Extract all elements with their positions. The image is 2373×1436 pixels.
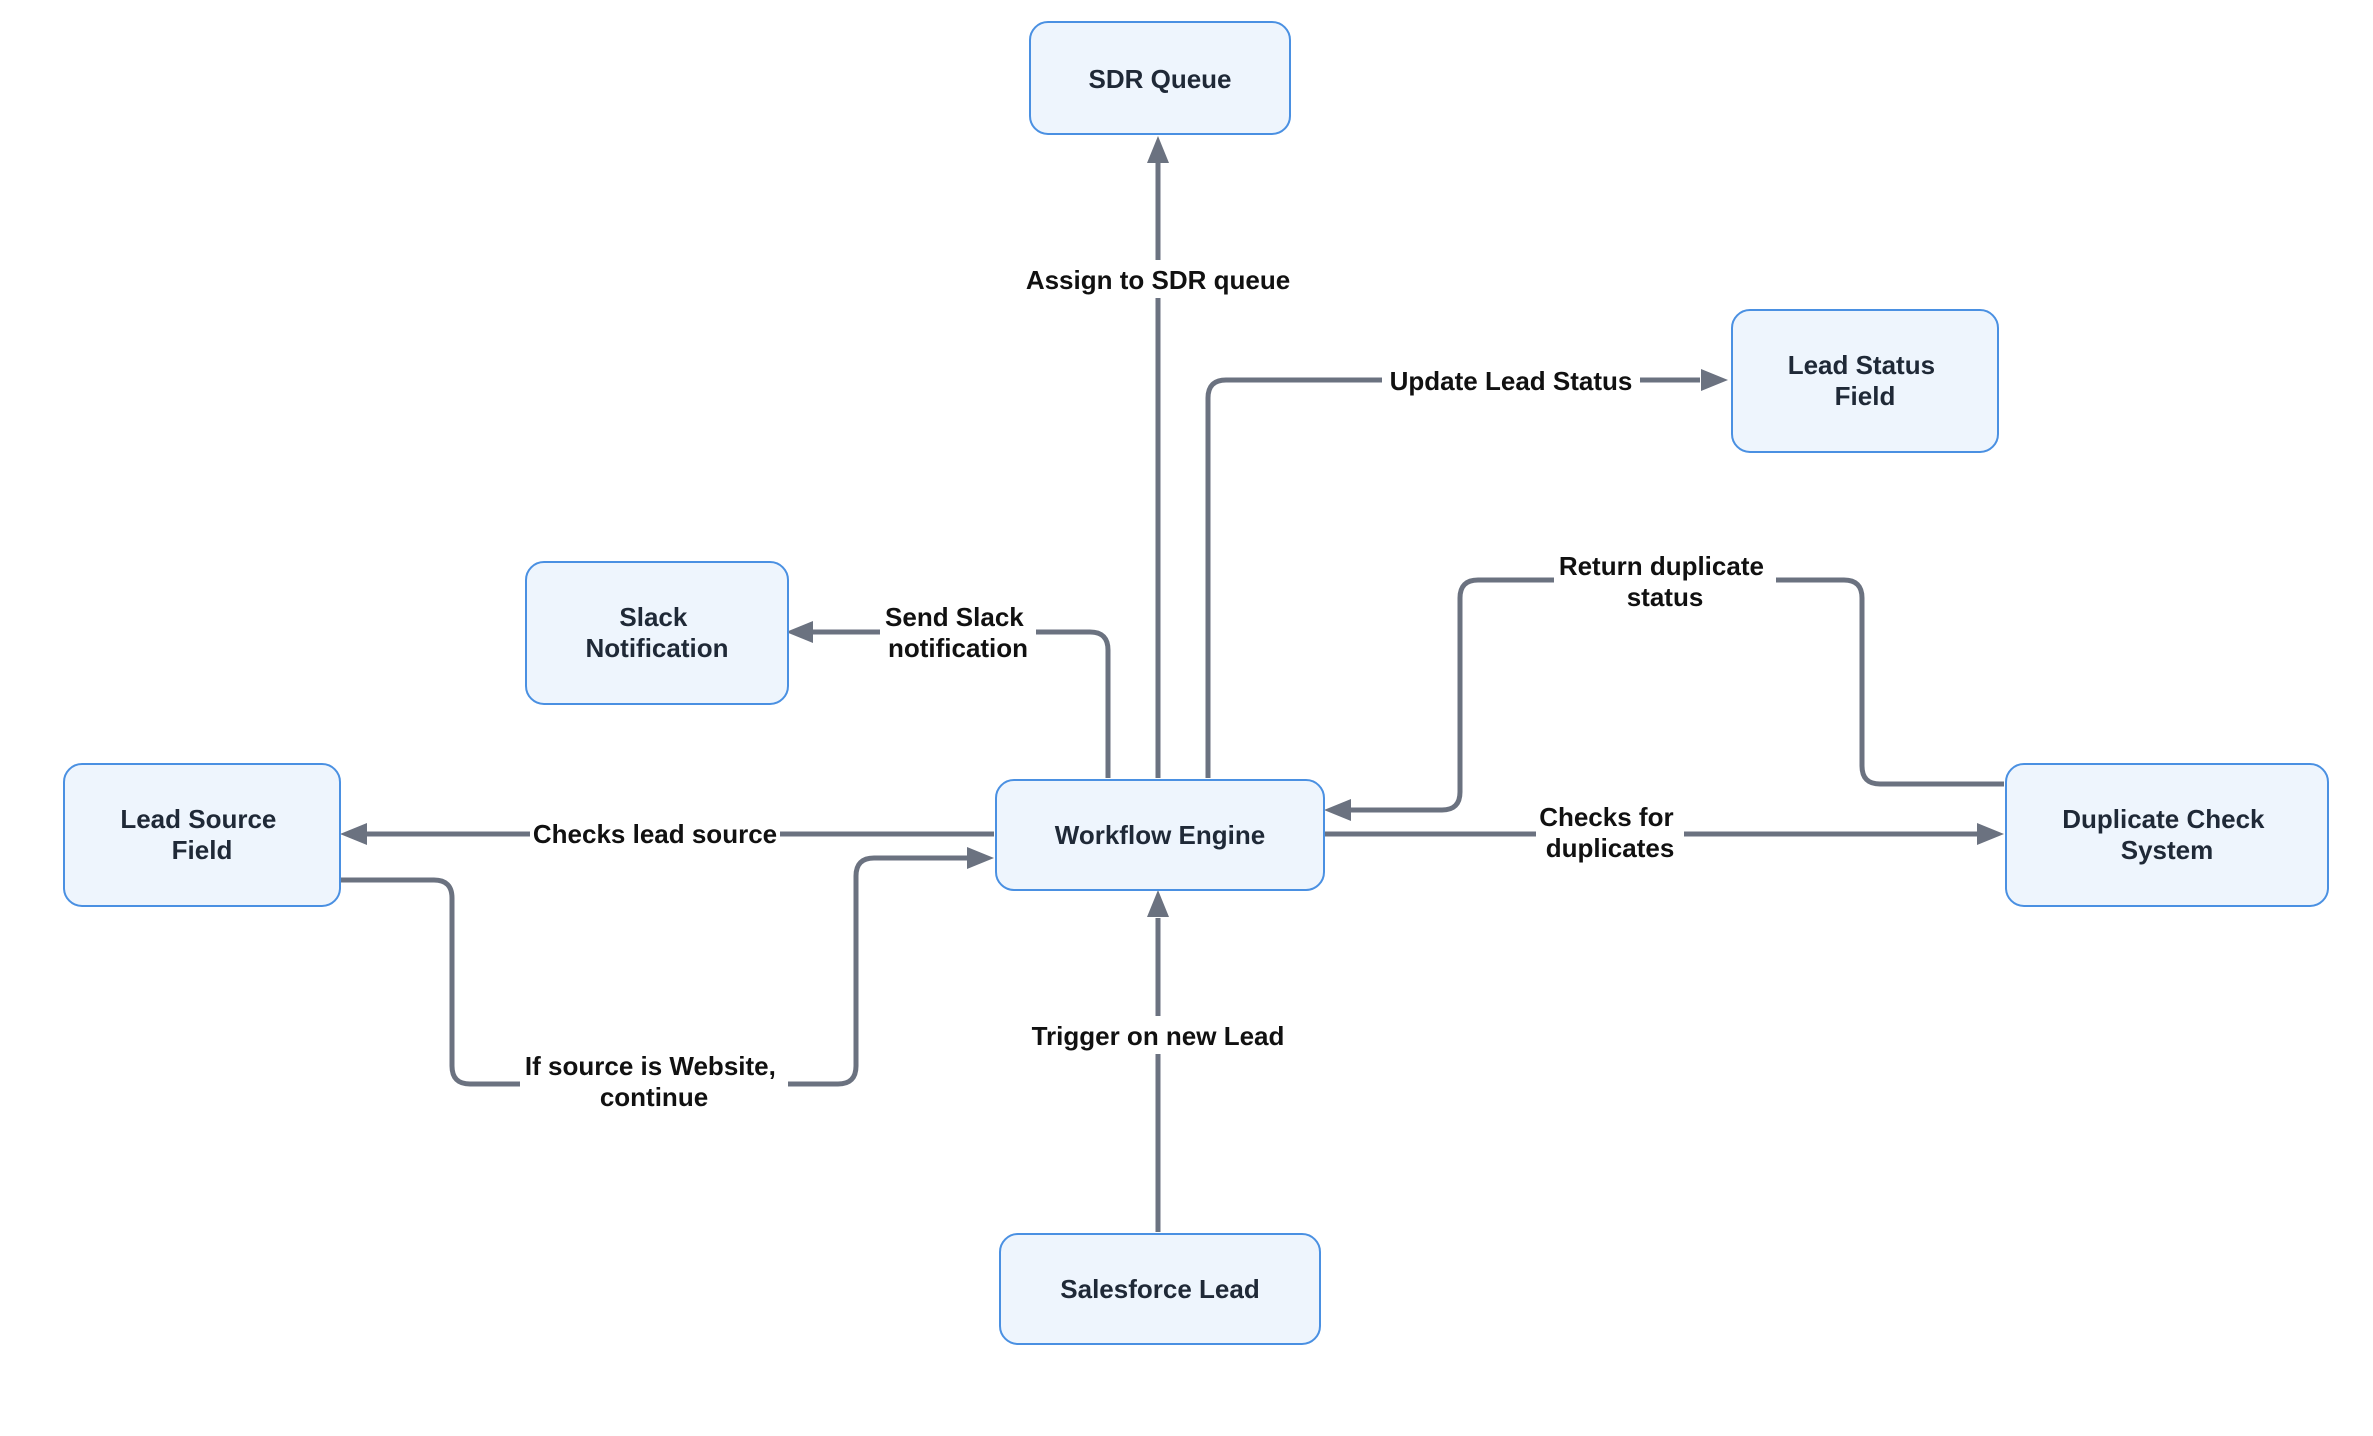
edge-if-website[interactable]: If source is Website, continue [340,847,994,1116]
edge-label-if-website: If source is Website, continue [525,1051,783,1112]
nodes: SDR Queue Lead Status Field Slack Notifi… [63,21,2329,1345]
node-sdr-queue[interactable]: SDR Queue [1029,21,1291,135]
node-label: Lead Source Field [120,804,283,865]
arrowhead-icon [967,847,994,869]
edge-update-status[interactable]: Update Lead Status [1205,362,1728,778]
edge-assign-sdr[interactable]: Assign to SDR queue [1020,136,1296,778]
node-workflow-engine[interactable]: Workflow Engine [995,779,1325,891]
edge-label-update-status: Update Lead Status [1390,366,1633,396]
edge-label-send-slack: Send Slack notification [885,602,1031,663]
node-salesforce-lead[interactable]: Salesforce Lead [999,1233,1321,1345]
arrowhead-icon [1147,136,1169,163]
arrowhead-icon [1147,890,1169,917]
arrowhead-icon [786,621,813,643]
node-duplicate-check-system[interactable]: Duplicate Check System [2005,763,2329,907]
arrowhead-icon [1701,369,1728,391]
edge-checks-source[interactable]: Checks lead source [340,815,994,853]
node-label: Workflow Engine [1055,820,1265,850]
edge-trigger-new[interactable]: Trigger on new Lead [1024,890,1292,1232]
node-slack-notification[interactable]: Slack Notification [525,561,789,705]
edge-return-duplicate[interactable]: Return duplicate status [1324,550,2004,821]
arrowhead-icon [340,823,367,845]
edge-checks-duplicates[interactable]: Checks for duplicates [1322,802,2004,868]
node-lead-status-field[interactable]: Lead Status Field [1731,309,1999,453]
node-lead-source-field[interactable]: Lead Source Field [63,763,341,907]
edge-label-checks-duplicates: Checks for duplicates [1539,802,1681,863]
node-label: SDR Queue [1088,64,1231,94]
edge-label-trigger-new: Trigger on new Lead [1032,1021,1285,1051]
node-label: Salesforce Lead [1060,1274,1259,1304]
edges: Assign to SDR queue Update Lead Status R… [340,136,2004,1232]
node-label: Duplicate Check System [2062,804,2272,865]
edge-label-assign-sdr: Assign to SDR queue [1026,265,1290,295]
edge-label-return-duplicate: Return duplicate status [1559,551,1771,612]
arrowhead-icon [1324,799,1351,821]
edge-send-slack[interactable]: Send Slack notification [786,600,1111,778]
node-label: Lead Status Field [1788,350,1943,411]
edge-label-checks-source: Checks lead source [533,819,777,849]
arrowhead-icon [1977,823,2004,845]
node-label: Slack Notification [586,602,729,663]
